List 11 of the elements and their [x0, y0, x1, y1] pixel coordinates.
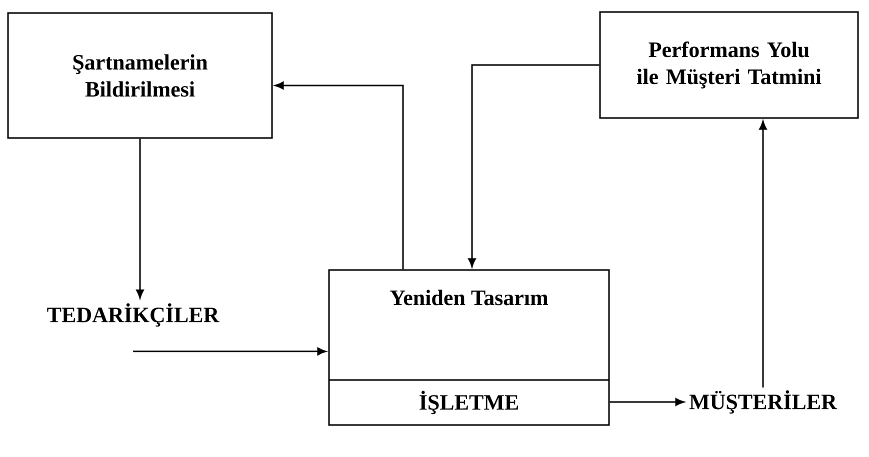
arrow	[468, 64, 600, 268]
label-text: TEDARİKÇİLER	[47, 303, 220, 327]
process-box: Şartnamelerin Bildirilmesi	[7, 12, 273, 139]
arrow	[274, 82, 404, 270]
arrow	[136, 138, 144, 298]
process-box: Performans Yolu ile Müşteri Tatmini	[599, 11, 859, 119]
arrow	[133, 348, 326, 356]
label-text: MÜŞTERİLER	[689, 390, 838, 414]
arrow	[610, 398, 684, 406]
arrow	[759, 120, 767, 388]
process-box: Yeniden Tasarım İŞLETME	[328, 269, 610, 426]
